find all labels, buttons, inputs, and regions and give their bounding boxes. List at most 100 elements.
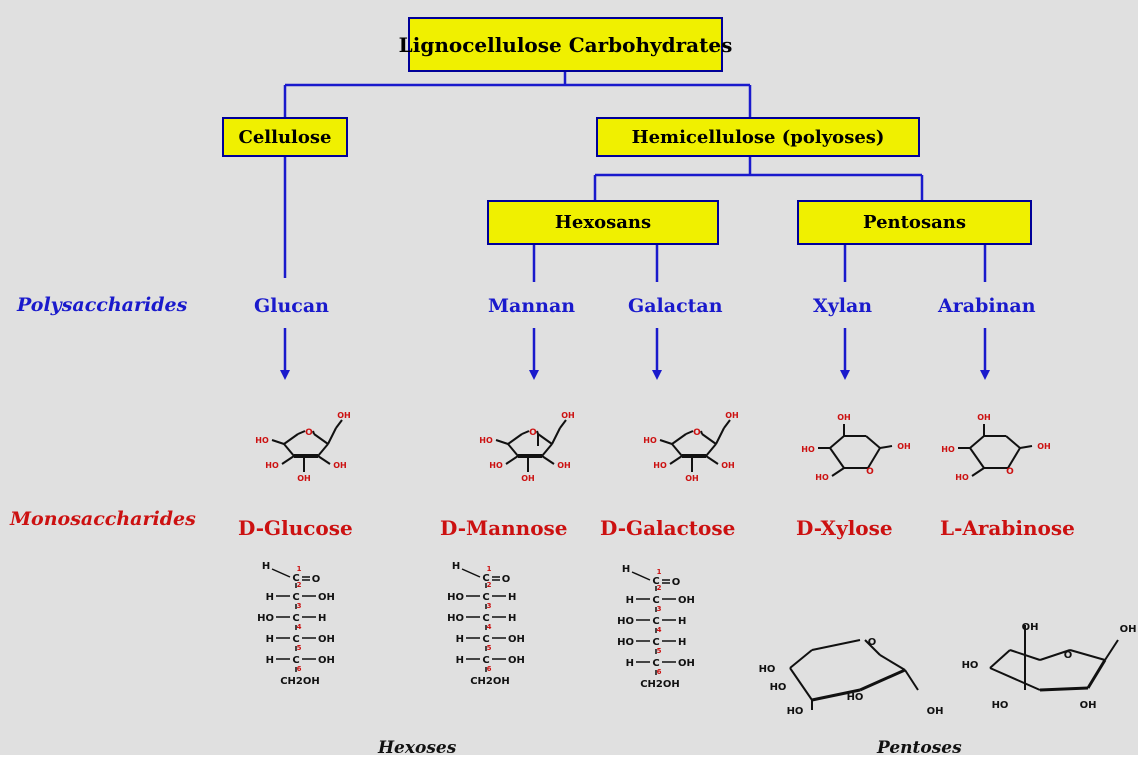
mannose-fischer-c1: C <box>482 573 489 584</box>
glucose-ring-structure-ho-1: HO <box>255 436 269 445</box>
glucose-fischer-num-2: 2 <box>297 581 302 589</box>
glucose-fischer-num-4: 4 <box>297 623 302 631</box>
galactose-ring-structure-oh-3: OH <box>685 474 699 483</box>
mannose-fischer-num-4: 4 <box>487 623 492 631</box>
galactose-fischer-left-3: HO <box>617 616 634 627</box>
mannose-fischer-ch2oh: CH2OH <box>470 676 510 687</box>
xylopyranose-oh: OH <box>927 706 944 717</box>
glucose-fischer-h-top: H <box>262 561 270 572</box>
galactose-fischer-c4: C <box>652 637 659 648</box>
glucose-fischer-left-5: H <box>266 655 274 666</box>
arabinopyranose-ho-bottom: HO <box>992 700 1009 711</box>
galactose-fischer-num-6: 6 <box>657 668 662 676</box>
arabinose-ring-structure-oh-top: OH <box>977 413 991 422</box>
polysaccharide-galactan: Galactan <box>628 295 723 317</box>
monosaccharide-d-glucose: D-Glucose <box>238 516 353 540</box>
xylose-ring-structure-oh-right: OH <box>897 442 911 451</box>
galactose-fischer-num-1: 1 <box>657 568 662 576</box>
glucose-ring-structure-ring-o: O <box>305 428 313 438</box>
galactose-fischer-c5: C <box>652 658 659 669</box>
glucose-ring-structure-oh-4: OH <box>333 461 347 470</box>
cellulose-label: Cellulose <box>238 126 332 148</box>
galactose-ring-structure-oh-6: OH <box>725 411 739 420</box>
arabinose-ring-structure-ring-o: O <box>1006 467 1014 477</box>
cellulose-box: Cellulose <box>222 117 348 157</box>
glucose-fischer-num-6: 6 <box>297 665 302 673</box>
polysaccharide-xylan: Xylan <box>813 295 873 317</box>
xylopyranose-ho-1: HO <box>759 664 776 675</box>
arabinopyranose-oh-bottom: OH <box>1080 700 1097 711</box>
arabinopyranose-oh-right: OH <box>1120 624 1137 635</box>
monosaccharides-row-label: Monosaccharides <box>10 508 196 530</box>
galactose-fischer-aldehyde-o: O <box>672 577 681 588</box>
pentosans-label: Pentosans <box>863 212 966 233</box>
galactose-fischer-c3: C <box>652 616 659 627</box>
glucose-fischer-c2: C <box>292 592 299 603</box>
mannose-fischer-num-1: 1 <box>487 565 492 573</box>
pentosans-box: Pentosans <box>797 200 1032 245</box>
mannose-fischer-c4: C <box>482 634 489 645</box>
mannose-ring-structure-oh-3: OH <box>521 474 535 483</box>
glucose-fischer-ch2oh: CH2OH <box>280 676 320 687</box>
mannose-fischer-num-2: 2 <box>487 581 492 589</box>
xylose-ring-structure-ho-bottom: HO <box>815 473 829 482</box>
glucose-fischer-left-3: HO <box>257 613 274 624</box>
galactose-fischer-c2: C <box>652 595 659 606</box>
mannose-fischer-aldehyde-o: O <box>502 574 511 585</box>
glucose-fischer-right-3: H <box>318 613 326 624</box>
glucose-fischer-num-3: 3 <box>297 602 302 610</box>
mannose-fischer-left-2: HO <box>447 592 464 603</box>
galactose-fischer-c1: C <box>652 576 659 587</box>
glucose-fischer-right-2: OH <box>318 592 335 603</box>
xylose-ring-structure-ring-o: O <box>866 467 874 477</box>
arabinose-ring-structure-ho-left: HO <box>941 445 955 454</box>
glucose-ring-structure-oh-6: OH <box>337 411 351 420</box>
polysaccharide-mannan: Mannan <box>488 295 576 317</box>
xylopyranose-ho-2: HO <box>770 682 787 693</box>
monosaccharide-d-mannose: D-Mannose <box>440 516 568 540</box>
pentoses-label: Pentoses <box>877 738 962 758</box>
glucose-fischer-right-4: OH <box>318 634 335 645</box>
polysaccharides-row-label: Polysaccharides <box>17 294 188 316</box>
mannose-fischer-c3: C <box>482 613 489 624</box>
galactose-fischer-num-3: 3 <box>657 605 662 613</box>
xylose-ring-structure-ho-left: HO <box>801 445 815 454</box>
mannose-fischer-num-3: 3 <box>487 602 492 610</box>
polysaccharide-arabinan: Arabinan <box>938 295 1036 317</box>
galactose-fischer-h-top: H <box>622 564 630 575</box>
arabinopyranose-ho-left: HO <box>962 660 979 671</box>
mannose-fischer-right-5: OH <box>508 655 525 666</box>
galactose-ring-structure-ring-o: O <box>693 428 701 438</box>
galactose-fischer-num-4: 4 <box>657 626 662 634</box>
glucose-fischer-num-5: 5 <box>297 644 302 652</box>
galactose-ring-structure-ho-1: HO <box>643 436 657 445</box>
mannose-fischer-right-2: H <box>508 592 516 603</box>
glucose-ring-structure-oh-3: OH <box>297 474 311 483</box>
galactose-fischer-left-5: H <box>626 658 634 669</box>
mannose-fischer-left-3: HO <box>447 613 464 624</box>
galactose-fischer-right-2: OH <box>678 595 695 606</box>
arabinopyranose-oh-top: OH <box>1022 622 1039 633</box>
glucose-fischer-aldehyde-o: O <box>312 574 321 585</box>
xylopyranose-ho-4: HO <box>847 692 864 703</box>
mannose-ring-structure-ring-o: O <box>529 428 537 438</box>
mannose-fischer-c5: C <box>482 655 489 666</box>
xylopyranose-o: O <box>868 637 877 648</box>
monosaccharide-d-xylose: D-Xylose <box>796 516 893 540</box>
glucose-fischer-left-2: H <box>266 592 274 603</box>
galactose-ring-structure-ho-2: HO <box>653 461 667 470</box>
glucose-fischer-right-5: OH <box>318 655 335 666</box>
mannose-ring-structure-ho-2: HO <box>489 461 503 470</box>
lignocellulose-box: Lignocellulose Carbohydrates <box>399 17 732 72</box>
polysaccharide-glucan: Glucan <box>254 295 329 317</box>
mannose-fischer-left-5: H <box>456 655 464 666</box>
